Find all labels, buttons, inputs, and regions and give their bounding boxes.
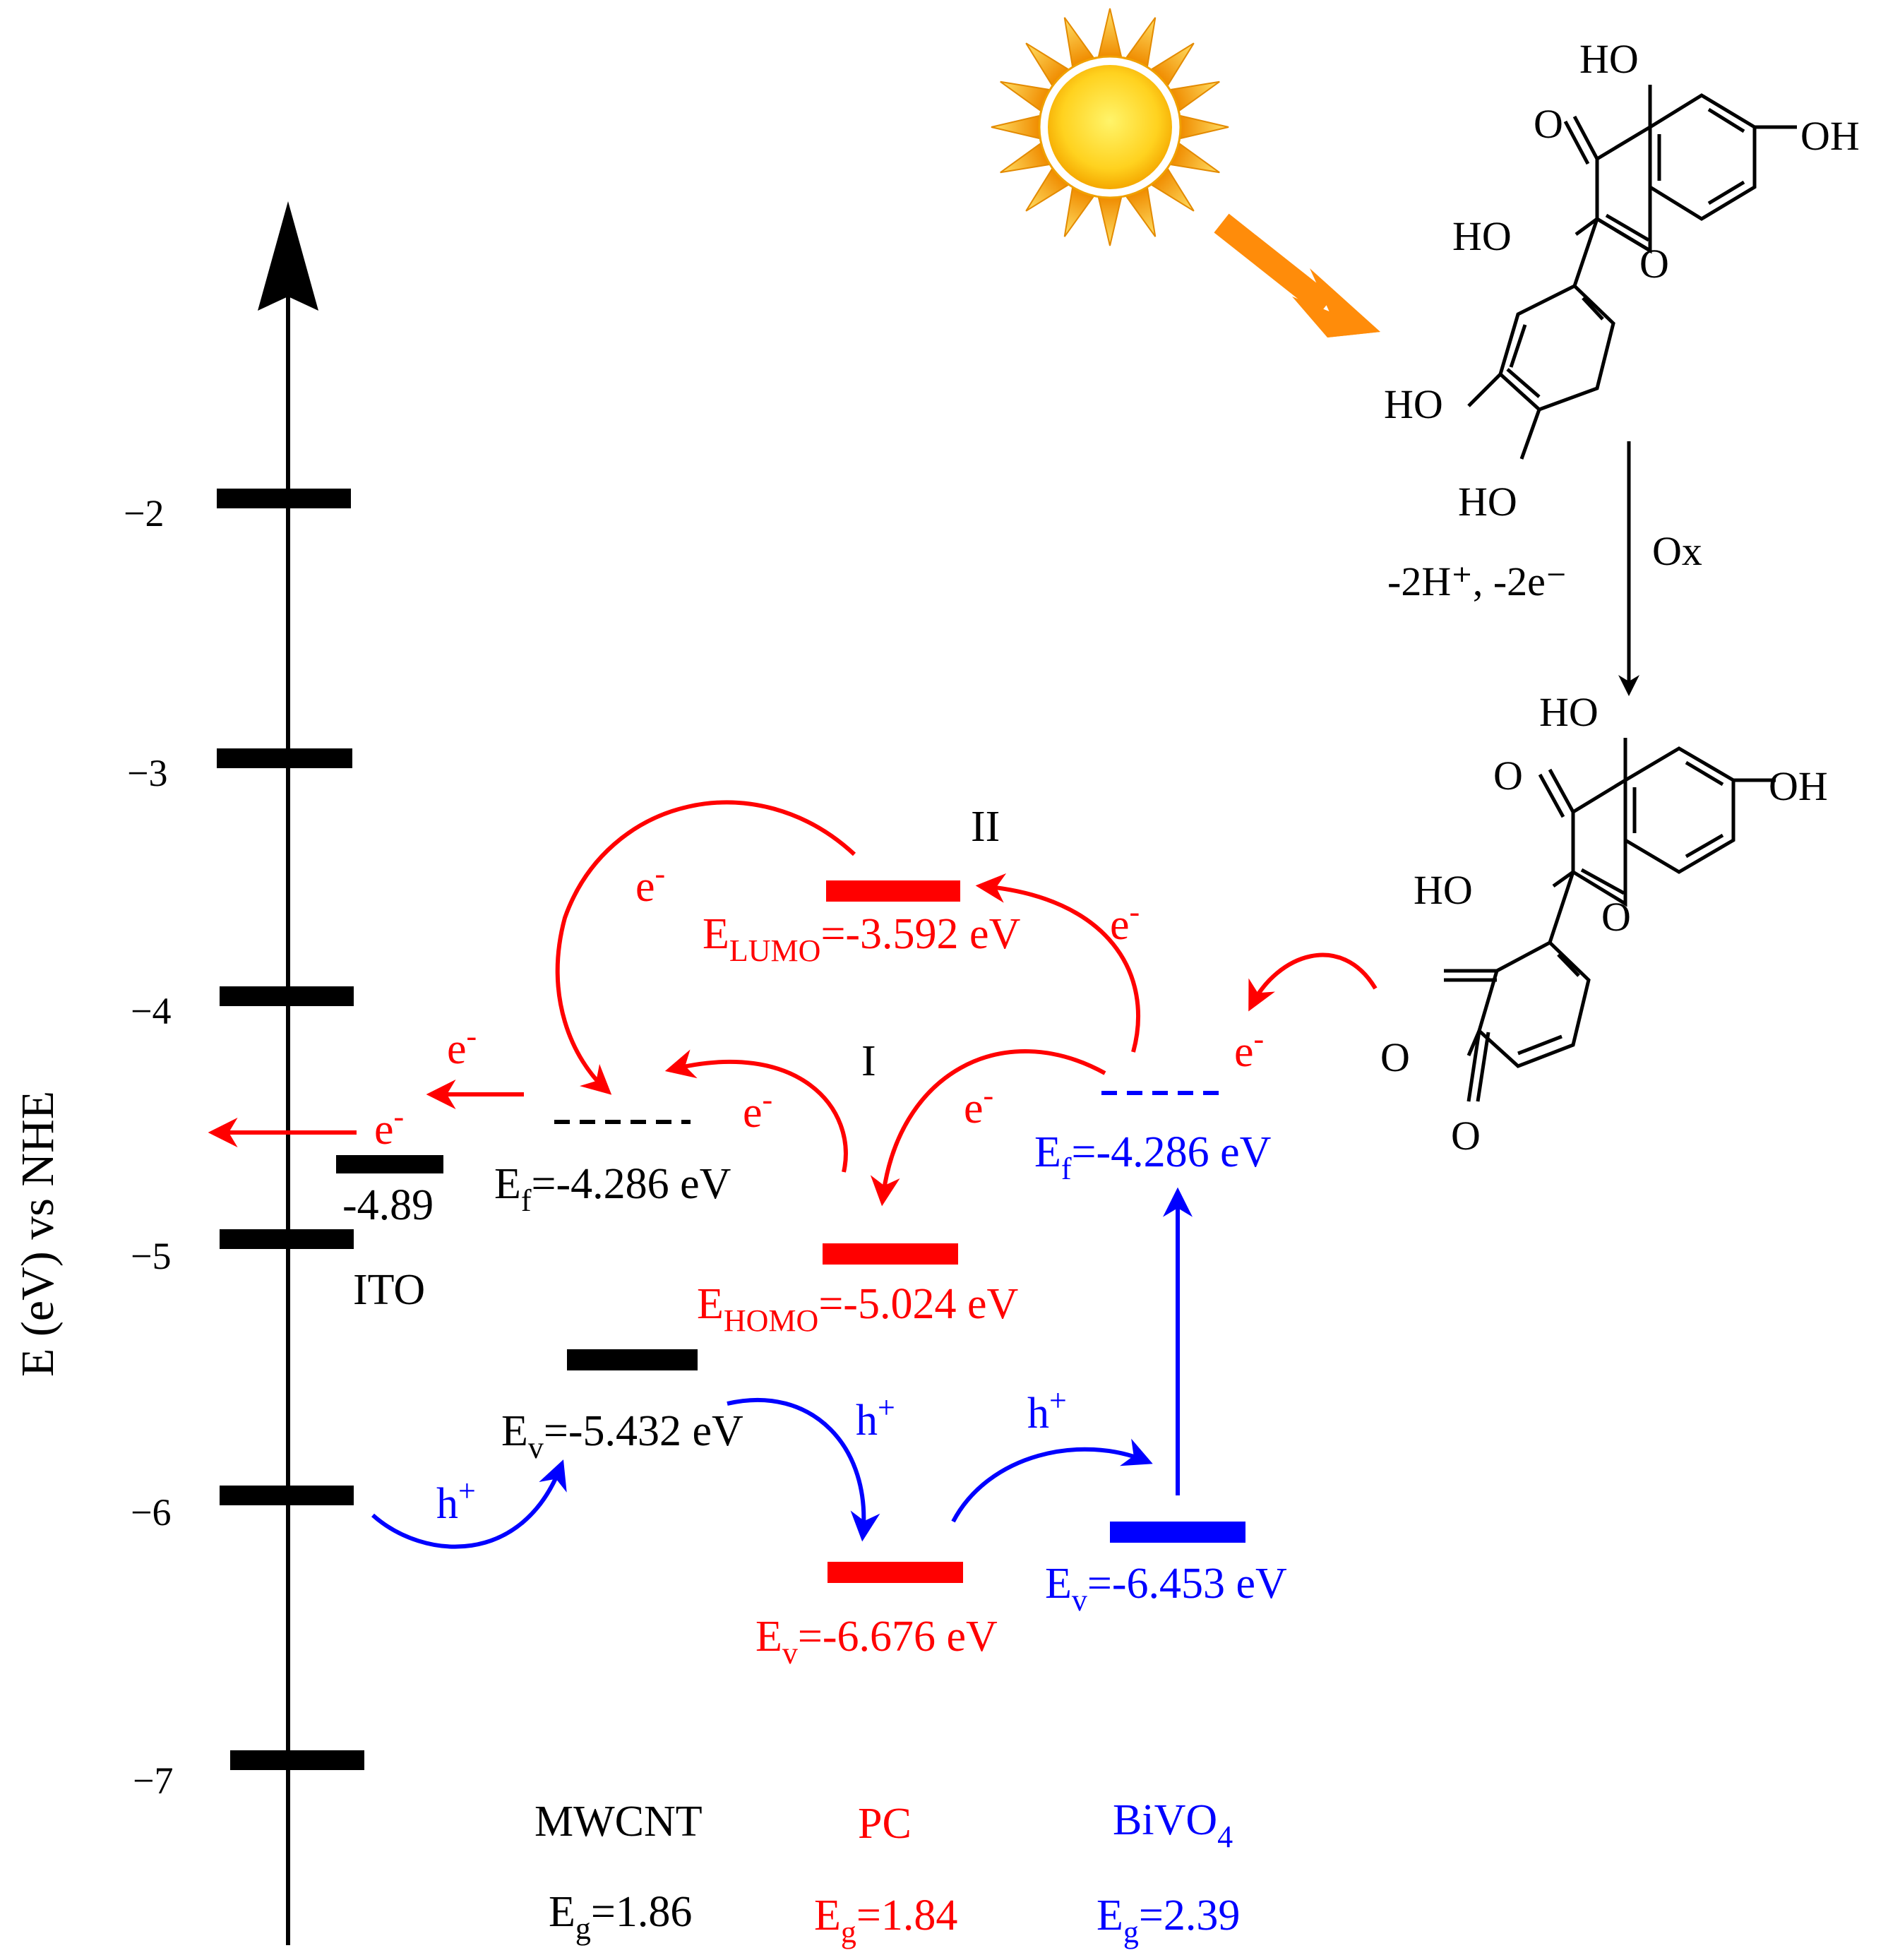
bivo4-bandgap: Eg=2.39 <box>1097 1892 1240 1949</box>
mwcnt-valence-bar <box>567 1349 698 1370</box>
arrow-lumo-to-mwcnt <box>555 800 856 1095</box>
quercetin-atoms: HO O OH HO O HO HO <box>1384 36 1860 525</box>
energy-axis <box>217 201 364 1945</box>
hole-transfer-arrows <box>371 1187 1193 1549</box>
hole-label: h+ <box>856 1390 895 1445</box>
axis-arrowhead <box>258 201 318 311</box>
axis-title: E (eV) vs NHE <box>12 1091 64 1377</box>
ito-level-bar <box>336 1155 443 1173</box>
oxidized-quercetin-atoms: HO O OH HO O O O <box>1380 689 1828 1159</box>
sun-icon <box>991 8 1229 246</box>
oxidized-quercetin-structure <box>1444 738 1776 1102</box>
pc-lumo-label: ELUMO=-3.592 eV <box>703 910 1021 968</box>
arrow-hole-pc-to-bivo4 <box>951 1438 1153 1523</box>
arrow-bivo4-to-homo <box>870 1048 1106 1207</box>
quercetin-structure <box>1467 85 1797 460</box>
atom-label: O <box>1451 1113 1481 1159</box>
atom-label: O <box>1601 894 1631 940</box>
pathway-label-i: I <box>861 1037 876 1085</box>
bivo4-valence-label: Ev=-6.453 eV <box>1045 1560 1287 1618</box>
tick-mark <box>220 1229 354 1249</box>
tick-mark <box>220 1486 354 1505</box>
electron-label: e- <box>635 856 665 911</box>
hole-label: h+ <box>1027 1383 1067 1438</box>
hole-label: h+ <box>436 1474 476 1528</box>
arrow-quercetin-to-bivo4 <box>1248 952 1378 1012</box>
atom-label: HO <box>1539 689 1599 735</box>
atom-label: OH <box>1769 763 1828 809</box>
pc-valence-label: Ev=-6.676 eV <box>755 1613 998 1671</box>
tick-mark <box>220 986 354 1006</box>
atom-label: OH <box>1800 113 1860 159</box>
tick-label-minus-6: −6 <box>131 1491 171 1534</box>
bivo4-label: BiVO4 <box>1113 1796 1233 1854</box>
arrow-hole-mwcnt-to-pc <box>727 1398 880 1542</box>
atom-label: HO <box>1579 36 1639 82</box>
electron-transfer-arrows <box>208 800 1378 1207</box>
atom-label: HO <box>1384 381 1443 427</box>
electron-labels: e- e- e- e- e- e- e- <box>374 856 1264 1154</box>
bivo4-fermi-label: Ef=-4.286 eV <box>1034 1128 1272 1186</box>
pc-valence-bar <box>828 1562 963 1583</box>
tick-label-minus-3: −3 <box>127 752 167 794</box>
pathway-label-ii: II <box>971 803 1000 851</box>
electron-label: e- <box>374 1099 404 1154</box>
pc-bandgap: Eg=1.84 <box>814 1892 957 1949</box>
atom-label: HO <box>1414 867 1473 913</box>
pc-label: PC <box>858 1800 912 1848</box>
tick-label-minus-5: −5 <box>131 1235 171 1277</box>
tick-label-minus-4: −4 <box>131 990 171 1032</box>
ito-level-value: -4.89 <box>342 1181 434 1229</box>
pc-lumo-bar <box>826 880 960 902</box>
electron-label: e- <box>743 1082 772 1137</box>
tick-mark <box>217 748 352 768</box>
pc-homo-label: EHOMO=-5.024 eV <box>697 1280 1018 1338</box>
hole-labels: h+ h+ h+ <box>436 1383 1067 1528</box>
arrow-hole-ito-to-mwcnt <box>371 1459 567 1549</box>
arrow-homo-to-mwcnt <box>664 1049 848 1173</box>
light-beam-arrow <box>1214 213 1380 337</box>
electron-label: e- <box>964 1078 993 1133</box>
atom-label: O <box>1534 101 1563 147</box>
atom-label: O <box>1493 753 1523 799</box>
tick-mark <box>230 1750 364 1770</box>
mwcnt-valence-label: Ev=-5.432 eV <box>501 1407 743 1465</box>
atom-label: O <box>1380 1034 1410 1080</box>
mwcnt-label: MWCNT <box>534 1798 703 1846</box>
atom-label: HO <box>1458 479 1517 525</box>
atom-label: O <box>1639 241 1669 287</box>
tick-label-minus-2: −2 <box>124 492 164 534</box>
ito-label: ITO <box>353 1266 425 1314</box>
mwcnt-fermi-label: Ef=-4.286 eV <box>494 1160 731 1218</box>
reaction-reagent: Ox <box>1652 528 1702 574</box>
mwcnt-bandgap: Eg=1.86 <box>549 1888 692 1946</box>
tick-mark <box>217 489 351 508</box>
arrow-bivo4-to-lumo <box>975 873 1140 1053</box>
electron-label: e- <box>1234 1022 1264 1076</box>
pc-homo-bar <box>823 1243 958 1265</box>
reaction-byproducts: -2H⁺, -2e⁻ <box>1387 558 1567 604</box>
tick-label-minus-7: −7 <box>133 1759 173 1802</box>
bivo4-valence-bar <box>1110 1522 1245 1543</box>
atom-label: HO <box>1452 213 1512 259</box>
electron-label: e- <box>447 1019 477 1073</box>
electron-label: e- <box>1110 895 1140 949</box>
